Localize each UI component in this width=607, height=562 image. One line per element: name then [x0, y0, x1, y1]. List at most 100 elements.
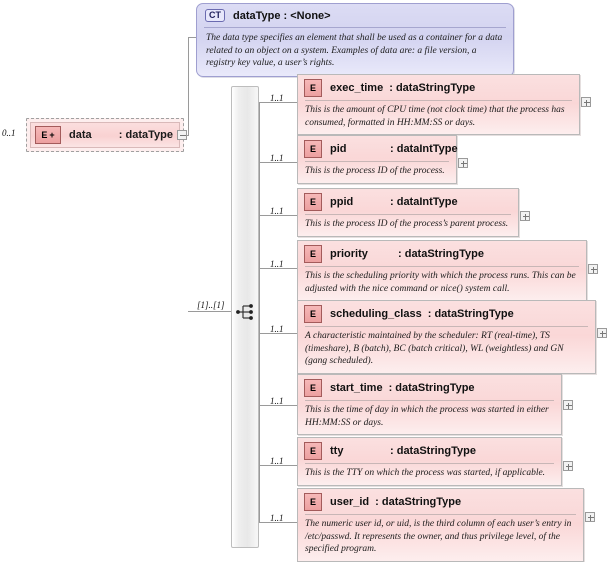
- complextype-divider: [204, 27, 506, 28]
- element-name-scheduling_class: scheduling_class: [330, 308, 422, 320]
- element-icon-letter: E: [309, 248, 316, 259]
- connector-child-ppid: [259, 215, 297, 216]
- element-icon-letter: E: [309, 445, 316, 456]
- connector-child-start_time: [259, 405, 297, 406]
- element-plus-icon[interactable]: E+: [35, 126, 61, 144]
- element-documentation-scheduling_class: A characteristic maintained by the sched…: [305, 331, 564, 367]
- element-icon: E: [304, 305, 322, 323]
- element-documentation-priority: This is the scheduling priority with whi…: [305, 271, 576, 294]
- element-icon-letter: E: [309, 82, 316, 93]
- element-name-start_time: start_time: [330, 382, 383, 394]
- expand-toggle-tty[interactable]: [563, 461, 573, 471]
- occurrence-scheduling_class: 1..1: [270, 324, 284, 334]
- connector-child-user_id: [259, 522, 297, 523]
- occurrence-start_time: 1..1: [270, 396, 284, 406]
- element-box-scheduling_class[interactable]: E scheduling_class : dataStringType A ch…: [297, 300, 596, 374]
- expand-toggle-exec_time[interactable]: [581, 97, 591, 107]
- root-element-box[interactable]: E+ data : dataType: [30, 122, 180, 148]
- element-type-scheduling_class: : dataStringType: [427, 308, 514, 320]
- root-element-name: data: [69, 129, 92, 141]
- element-icon-letter: E: [309, 308, 316, 319]
- complextype-header: CT dataType : <None>: [197, 4, 513, 27]
- element-type-exec_time: : dataStringType: [389, 82, 476, 94]
- complextype-badge: CT: [205, 9, 225, 22]
- element-type-start_time: : dataStringType: [388, 382, 475, 394]
- element-type-user_id: : dataStringType: [375, 496, 462, 508]
- element-icon: E: [304, 379, 322, 397]
- element-box-pid[interactable]: E pid : dataIntType This is the process …: [297, 135, 458, 184]
- element-divider: [305, 214, 511, 215]
- element-icon-letter: E: [309, 143, 316, 154]
- root-element-node[interactable]: E+ data : dataType: [26, 118, 184, 152]
- element-box-start_time[interactable]: E start_time : dataStringType This is th…: [297, 374, 562, 436]
- element-header-tty: E tty : dataStringType: [298, 438, 561, 463]
- element-box-ppid[interactable]: E ppid : dataIntType This is the process…: [297, 188, 519, 237]
- element-divider: [305, 161, 449, 162]
- element-type-tty: : dataStringType: [390, 445, 476, 457]
- occurrence-pid: 1..1: [270, 153, 284, 163]
- element-header-start_time: E start_time : dataStringType: [298, 375, 561, 400]
- occurrence-exec_time: 1..1: [270, 93, 284, 103]
- connector-child-exec_time: [259, 102, 297, 103]
- occurrence-priority: 1..1: [270, 259, 284, 269]
- element-name-ppid: ppid: [330, 196, 354, 208]
- element-divider: [305, 400, 554, 401]
- element-box-tty[interactable]: E tty : dataStringType This is the TTY o…: [297, 437, 562, 486]
- root-element-type: : dataType: [118, 129, 173, 141]
- expand-toggle-start_time[interactable]: [563, 400, 573, 410]
- element-header-scheduling_class: E scheduling_class : dataStringType: [298, 301, 595, 326]
- element-icon-letter: E: [309, 196, 316, 207]
- element-name-priority: priority: [330, 248, 368, 260]
- element-documentation-start_time: This is the time of day in which the pro…: [305, 405, 549, 428]
- element-icon-plus: +: [49, 129, 55, 140]
- element-documentation-exec_time: This is the amount of CPU time (not cloc…: [305, 105, 565, 128]
- expand-toggle-scheduling_class[interactable]: [597, 328, 607, 338]
- connector-children-spine: [259, 102, 260, 522]
- element-divider: [305, 514, 576, 515]
- connector-child-priority: [259, 268, 297, 269]
- element-icon: E: [304, 442, 322, 460]
- connector-trunk-to-complextype: [188, 37, 200, 38]
- element-icon: E: [304, 493, 322, 511]
- element-header-exec_time: E exec_time : dataStringType: [298, 75, 579, 100]
- element-header-ppid: E ppid : dataIntType: [298, 189, 518, 214]
- element-divider: [305, 326, 588, 327]
- element-box-priority[interactable]: E priority : dataStringType This is the …: [297, 240, 587, 302]
- element-documentation-user_id: The numeric user id, or uid, is the thir…: [305, 519, 572, 555]
- complextype-box[interactable]: CT dataType : <None> The data type speci…: [196, 3, 514, 77]
- element-header-priority: E priority : dataStringType: [298, 241, 586, 266]
- element-icon-letter: E: [309, 382, 316, 393]
- expand-toggle-pid[interactable]: [458, 158, 468, 168]
- root-element-optional-frame: E+ data : dataType: [26, 118, 184, 152]
- element-box-user_id[interactable]: E user_id : dataStringType The numeric u…: [297, 488, 584, 562]
- complextype-documentation: The data type specifies an element that …: [206, 33, 503, 69]
- element-icon: E: [304, 193, 322, 211]
- element-divider: [305, 266, 579, 267]
- root-collapse-toggle[interactable]: [177, 130, 187, 140]
- connector-trunk-vertical: [188, 37, 189, 136]
- expand-toggle-user_id[interactable]: [585, 512, 595, 522]
- occurrence-ppid: 1..1: [270, 206, 284, 216]
- element-icon: E: [304, 79, 322, 97]
- element-name-tty: tty: [330, 445, 344, 457]
- root-occurrence-label: 0..1: [2, 128, 16, 138]
- element-type-pid: : dataIntType: [390, 143, 458, 155]
- occurrence-tty: 1..1: [270, 456, 284, 466]
- element-type-ppid: : dataIntType: [390, 196, 458, 208]
- element-box-exec_time[interactable]: E exec_time : dataStringType This is the…: [297, 74, 580, 136]
- occurrence-user_id: 1..1: [270, 513, 284, 523]
- element-name-user_id: user_id: [330, 496, 370, 508]
- element-icon-letter: E: [309, 496, 316, 507]
- complextype-title: dataType : <None>: [233, 9, 331, 22]
- sequence-occurrence-label: [1]..[1]: [197, 300, 225, 310]
- sequence-compositor-icon[interactable]: [236, 303, 258, 321]
- connector-child-scheduling_class: [259, 333, 297, 334]
- connector-child-tty: [259, 465, 297, 466]
- connector-trunk-to-sequence: [188, 311, 232, 312]
- expand-toggle-ppid[interactable]: [520, 211, 530, 221]
- element-name-exec_time: exec_time: [330, 82, 384, 94]
- element-divider: [305, 463, 554, 464]
- expand-toggle-priority[interactable]: [588, 264, 598, 274]
- element-icon: E: [304, 140, 322, 158]
